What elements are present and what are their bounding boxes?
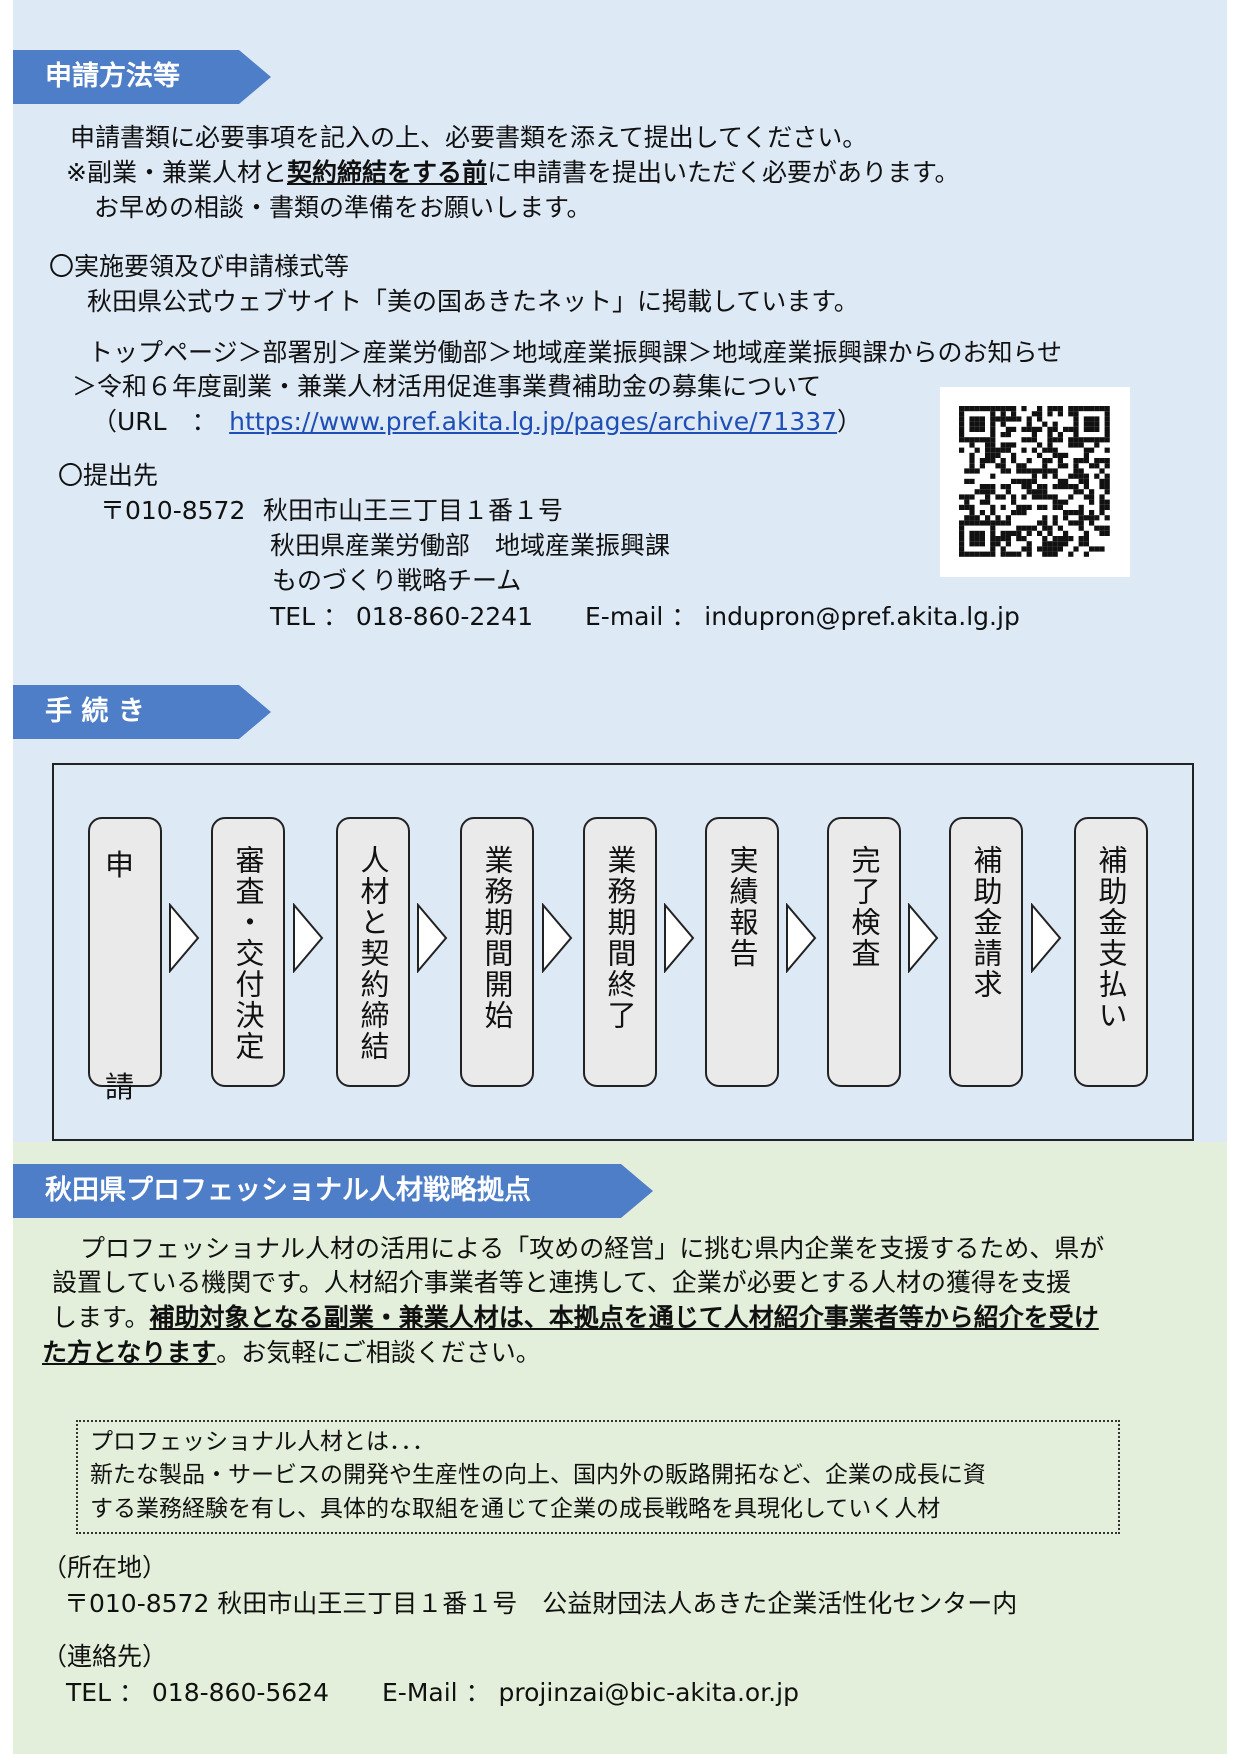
contact-email: E-Mail ： projinzai@bic-akita.or.jp <box>382 1678 799 1707</box>
postal-code: 〒010-8572 <box>100 496 246 525</box>
application-note: ※副業・兼業人材と契約締結をする前に申請書を提出いただく必要があります。 <box>66 156 959 190</box>
contact-title: （連絡先） <box>42 1642 168 1671</box>
step-subsidy-payment: 補助金支払い <box>1074 817 1148 1087</box>
step-subsidy-request: 補助金請求 <box>949 817 1023 1087</box>
application-request: お早めの相談・書類の準備をお願いします。 <box>94 193 592 222</box>
definition-box <box>76 1420 1120 1534</box>
step-label: 補助金請求 <box>969 845 1003 1000</box>
p3-prefix: します。 <box>52 1303 150 1332</box>
url-prefix: （URL ： <box>92 407 230 436</box>
hub-paragraph-line-1: プロフェッショナル人材の活用による「攻めの経営」に挑む県内企業を支援するため、県… <box>80 1234 1105 1263</box>
url-suffix: ） <box>837 407 863 436</box>
step-char: 申 <box>105 848 137 882</box>
hub-paragraph-line-4: た方となります。お気軽にご相談ください。 <box>42 1336 541 1370</box>
step-label: 完了検査 <box>847 845 881 969</box>
application-instruction: 申請書類に必要事項を記入の上、必要書類を添えて提出してください。 <box>70 123 868 152</box>
breadcrumb-line-1: トップページ＞部署別＞産業労働部＞地域産業振興課＞地域産業振興課からのお知らせ <box>88 338 1063 367</box>
step-application: 申請 <box>88 817 162 1104</box>
url-link[interactable]: https://www.pref.akita.lg.jp/pages/archi… <box>229 407 838 436</box>
qr-code <box>940 387 1130 577</box>
p4-emphasis: た方となります <box>42 1338 217 1367</box>
step-label: 申請 <box>105 845 145 1104</box>
banner-professional-hub: 秋田県プロフェッショナル人材戦略拠点 <box>13 1164 653 1218</box>
hub-paragraph-line-2: 設置している機関です。人材紹介事業者等と連携して、企業が必要とする人材の獲得を支… <box>52 1268 1072 1297</box>
step-label: 業務期間終了 <box>603 845 637 1031</box>
contact-phone: TEL ： 018-860-5624 <box>66 1678 329 1707</box>
step-work-end: 業務期間終了 <box>583 817 657 1087</box>
step-label: 審査・交付決定 <box>231 845 265 1062</box>
email-address: E-mail ： indupron@pref.akita.lg.jp <box>585 602 1020 631</box>
step-label: 実績報告 <box>725 845 759 969</box>
step-label: 人材と契約締結 <box>356 845 390 1062</box>
step-char: 請 <box>105 1070 137 1104</box>
guide-title: 〇実施要領及び申請様式等 <box>49 252 350 281</box>
step-review-decision: 審査・交付決定 <box>211 817 285 1087</box>
note-emphasis: 契約締結をする前 <box>286 158 487 187</box>
p4-suffix: 。お気軽にご相談ください。 <box>216 1338 541 1367</box>
definition-line-2: する業務経験を有し、具体的な取組を通じて企業の成長戦略を具現化していく人材 <box>90 1496 941 1522</box>
guide-text: 秋田県公式ウェブサイト「美の国あきたネット」に掲載しています。 <box>87 287 859 316</box>
location-address: 〒010-8572 秋田市山王三丁目１番１号 公益財団法人あきた企業活性化センタ… <box>64 1589 1018 1618</box>
step-performance-report: 実績報告 <box>705 817 779 1087</box>
p3-emphasis: 補助対象となる副業・兼業人材は、本拠点を通じて人材紹介事業者等から紹介を受け <box>149 1303 1099 1332</box>
definition-title: プロフェッショナル人材とは．．． <box>90 1429 435 1455</box>
arrow-icon <box>169 903 200 973</box>
location-title: （所在地） <box>42 1553 168 1582</box>
note-suffix: に申請書を提出いただく必要があります。 <box>486 158 960 187</box>
team-name: ものづくり戦略チーム <box>272 566 522 595</box>
definition-line-1: 新たな製品・サービスの開発や生産性の向上、国内外の販路開拓など、企業の成長に資 <box>90 1462 986 1488</box>
arrow-icon <box>786 903 817 973</box>
arrow-icon <box>908 903 939 973</box>
url-line: （URL ： https://www.pref.akita.lg.jp/page… <box>92 405 862 439</box>
phone-number: TEL ： 018-860-2241 <box>270 602 533 631</box>
banner-procedure: 手 続 き <box>13 685 271 739</box>
step-label: 業務期間開始 <box>480 845 514 1031</box>
breadcrumb-line-2: ＞令和６年度副業・兼業人材活用促進事業費補助金の募集について <box>72 372 822 401</box>
section-professional-background <box>13 1142 1227 1754</box>
note-prefix: ※副業・兼業人材と <box>66 158 287 187</box>
arrow-icon <box>664 903 695 973</box>
address: 秋田市山王三丁目１番１号 <box>263 496 564 525</box>
submit-title: 〇提出先 <box>58 461 159 490</box>
step-work-start: 業務期間開始 <box>460 817 534 1087</box>
department: 秋田県産業労働部 地域産業振興課 <box>270 531 671 560</box>
arrow-icon <box>1031 903 1062 973</box>
arrow-icon <box>542 903 573 973</box>
banner-application-method: 申請方法等 <box>13 50 271 104</box>
step-completion-inspection: 完了検査 <box>827 817 901 1087</box>
step-contract: 人材と契約締結 <box>336 817 410 1087</box>
hub-paragraph-line-3: します。補助対象となる副業・兼業人材は、本拠点を通じて人材紹介事業者等から紹介を… <box>52 1301 1099 1335</box>
step-label: 補助金支払い <box>1094 845 1128 1031</box>
arrow-icon <box>417 903 448 973</box>
arrow-icon <box>293 903 324 973</box>
